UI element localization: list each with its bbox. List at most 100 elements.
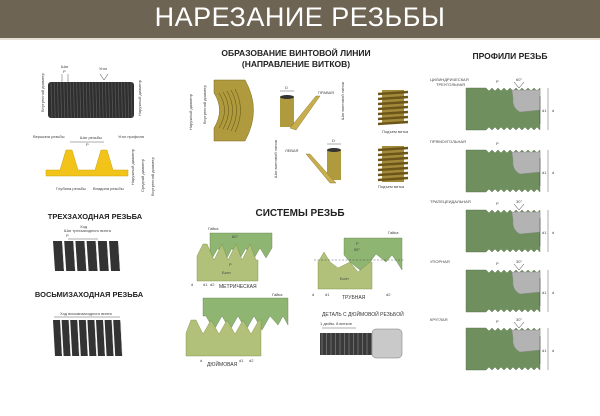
angle-icon [513, 81, 525, 89]
spring-coil [377, 156, 409, 162]
thread-groove [127, 81, 130, 119]
thread-groove [66, 81, 69, 119]
metric-d: d [191, 282, 193, 287]
bolt-thread-lines [50, 81, 133, 119]
p-label: P [496, 141, 499, 146]
spring-coil [377, 146, 409, 152]
rib-highlight [94, 321, 97, 355]
pipe-nut-label: Гайка [388, 230, 399, 235]
rib-highlight [120, 321, 123, 355]
inch-d2: d2 [249, 358, 254, 363]
three-start-p-label: P [66, 233, 69, 238]
inch-d1: d1 [239, 358, 244, 363]
pipe-thread-diagram: Гайка P 55° Болт ТРУБНАЯ d d1 d2 [312, 230, 405, 301]
thread-rib [78, 320, 88, 356]
right-d-label: D [285, 85, 288, 90]
rib-highlight [62, 242, 65, 270]
angle-icon [513, 321, 525, 329]
root-label: Впадина резьбы [93, 186, 124, 191]
rib-highlight [118, 242, 121, 270]
rib-highlight [73, 242, 76, 270]
outer-diameter-label: Наружный диаметр [137, 79, 142, 116]
thread-groove [101, 81, 104, 119]
angle-label: Угол [99, 66, 108, 71]
rib-highlight [84, 242, 87, 270]
spring-right: Подъем витка [377, 90, 409, 134]
pipe-bolt-label: Болт [340, 276, 349, 281]
three-start-bolt: Ход Шаг трехзаходного винта P [53, 224, 121, 271]
p-label: P [496, 261, 499, 266]
crest-label: Вершина резьбы [33, 134, 65, 139]
depth-label: Глубина резьбы [56, 186, 86, 191]
pipe-d1: d1 [325, 292, 330, 297]
left-label: ЛЕВАЯ [285, 148, 298, 153]
outer-diameter-label-2: Наружный диаметр [130, 148, 135, 185]
header-band [0, 0, 600, 40]
angle-label: 60° [516, 77, 522, 82]
helix-outer-diameter: Наружный диаметр [188, 93, 193, 130]
thread-rib [96, 320, 105, 356]
profile-label: ПРЯМОУГОЛЬНАЯ [430, 139, 466, 144]
left-helix-diagram: D ЛЕВАЯ Шаг винтовой линии [273, 138, 341, 184]
thread-groove [85, 81, 88, 119]
angle-icon [513, 263, 525, 271]
thread-pitch-label: Шаг резьбы [80, 135, 102, 140]
right-label: ПРАВАЯ [318, 90, 334, 95]
inch-detail-diagram: ДЕТАЛЬ С ДЮЙМОВОЙ РЕЗЬБОЙ 1 дюйм- 8 витк… [320, 310, 404, 359]
thread-rib [53, 320, 62, 356]
inch-label: ДЮЙМОВАЯ [207, 360, 238, 368]
gray-nut-section [511, 271, 541, 295]
metric-nut-label: Гайка [208, 226, 219, 231]
left-d-label: D [332, 138, 335, 143]
step-label: Шаг [61, 64, 69, 69]
angle-icon [99, 73, 109, 81]
helix-pitch-label-right: Шаг винтовой линии [340, 82, 345, 120]
thread-groove [82, 81, 85, 119]
helix-block-diagram: Наружный диаметр Внутренний диаметр [188, 79, 254, 142]
gray-nut-section [511, 89, 541, 113]
rib-highlight [103, 321, 106, 355]
profile-label: ТРАПЕЦЕИДАЛЬНАЯ [430, 199, 471, 204]
d1-label: d1 [542, 108, 547, 113]
thread-rib [86, 241, 98, 271]
spring-coil [377, 90, 409, 96]
metric-p: P [229, 262, 232, 267]
spring-coil [377, 120, 409, 126]
thread-groove [60, 81, 62, 119]
inch-detail-label: ДЕТАЛЬ С ДЮЙМОВОЙ РЕЗЬБОЙ [322, 310, 404, 318]
spring-coil [377, 176, 409, 182]
thread-groove [98, 81, 101, 119]
inch-thread-diagram: Гайка ДЮЙМОВАЯ d d1 d2 [185, 292, 289, 368]
thread-rib [113, 320, 123, 356]
thread-rib [87, 320, 97, 356]
inner-diameter-label: Внутренний диаметр [40, 72, 45, 112]
p-label: P [496, 201, 499, 206]
page-title: НАРЕЗАНИЕ РЕЗЬБЫ [154, 2, 446, 32]
spring-left: Подъем витка [377, 146, 409, 189]
thread-rib [64, 241, 76, 271]
profiles-heading: ПРОФИЛИ РЕЗЬБ [473, 51, 548, 61]
thread-groove [57, 81, 59, 119]
rib-highlight [77, 321, 80, 355]
thread-groove [121, 81, 123, 119]
three-start-pitch-label: Шаг трехзаходного винта [64, 228, 112, 233]
thread-groove [76, 81, 78, 119]
gray-nut-section [511, 151, 541, 175]
inch-d: d [200, 358, 202, 363]
angle-label: 30° [516, 199, 522, 204]
rib-highlight [60, 321, 63, 355]
thread-rib [104, 320, 114, 356]
d1-label: d1 [542, 290, 547, 295]
pipe-label: ТРУБНАЯ [342, 295, 366, 301]
thread-groove [92, 81, 94, 119]
thread-groove [95, 81, 98, 119]
rib-highlight [107, 242, 110, 270]
d-label: d [552, 348, 554, 353]
d-label: d [552, 290, 554, 295]
pipe-d2: d2 [386, 292, 391, 297]
gray-nut-section [511, 211, 541, 235]
rib-highlight [111, 321, 114, 355]
